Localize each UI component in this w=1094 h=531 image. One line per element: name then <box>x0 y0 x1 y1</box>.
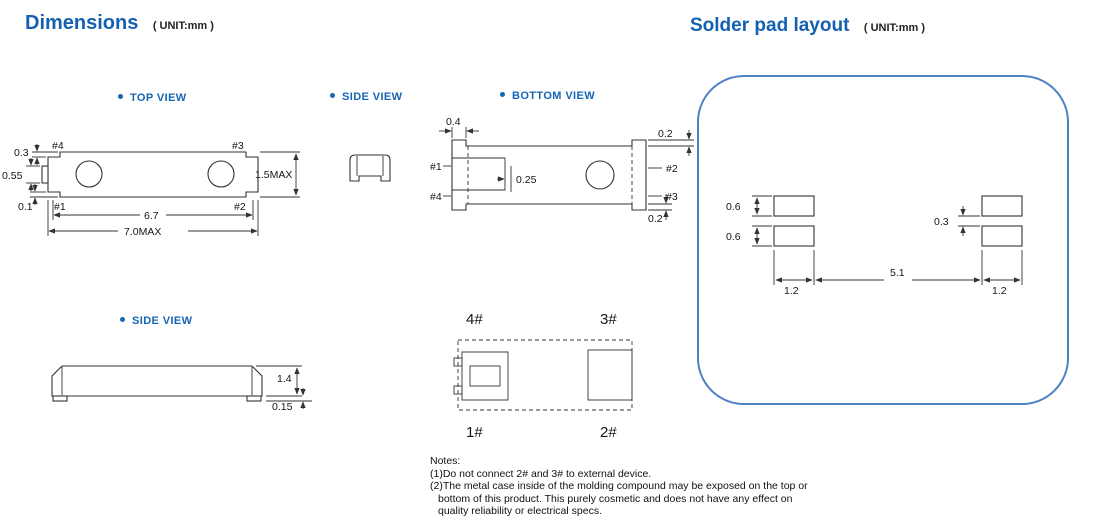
top-view-dim-corner: 0.3 <box>14 144 58 165</box>
solder-pad-right-top <box>981 195 1023 217</box>
top-pin-3: #3 <box>232 140 244 152</box>
bottom-pin-3: #3 <box>666 191 678 203</box>
top-view-dim-outer-width: 7.0MAX <box>47 200 259 238</box>
top-view-package <box>41 151 259 198</box>
side-view-label-2-text: SIDE VIEW <box>132 315 193 327</box>
pin-layout-outline <box>457 339 633 411</box>
solder-dim-pad-height-bottom: 0.6 <box>726 225 772 247</box>
solder-dim-gap: 0.3 <box>934 206 980 236</box>
bottom-dim-tab-width: 0.4 <box>446 116 461 128</box>
pin-layout-drawing: 4# 3# 1# 2# <box>453 311 633 441</box>
bottom-dim-tab-top: 0.2 <box>658 128 673 140</box>
side-view-small-drawing <box>349 154 391 182</box>
side-view-label-1-text: SIDE VIEW <box>342 91 403 103</box>
bullet-icon <box>330 93 335 98</box>
pin-layout-right-terminal <box>587 349 633 401</box>
side-view-long-outline <box>51 365 263 397</box>
bottom-pin-1: #1 <box>430 161 442 173</box>
bottom-view-dim-tab-bottom: 0.2 <box>648 194 672 225</box>
bottom-view-hole <box>585 160 615 190</box>
top-view-label-text: TOP VIEW <box>130 92 187 104</box>
bottom-view-drawing: 0.4 0.2 0.25 0.2 #1 <box>430 116 694 225</box>
bullet-icon <box>120 317 125 322</box>
bottom-pin-4: #4 <box>430 191 442 203</box>
side-dim-height: 1.4 <box>277 373 292 385</box>
top-view-label: TOP VIEW <box>118 92 187 105</box>
bottom-view-dim-step: 0.25 <box>497 174 537 186</box>
bottom-view-dim-tab-width: 0.4 <box>439 116 479 138</box>
crystal-hole-right <box>207 160 235 188</box>
bullet-icon <box>500 92 505 97</box>
top-dim-tab: 0.55 <box>2 170 23 182</box>
bullet-icon <box>118 94 123 99</box>
pin-label-3: 3# <box>600 311 617 328</box>
top-view-dim-inner-width: 6.7 <box>52 200 254 222</box>
solder-pad-heading: Solder pad layout ( UNIT:mm ) <box>690 15 925 37</box>
bottom-view-pin-labels: #1 #4 #2 #3 <box>430 161 678 203</box>
note-line-1: (1)Do not connect 2# and 3# to external … <box>430 467 652 480</box>
crystal-hole-left <box>75 160 103 188</box>
solder-pad-panel-border <box>697 75 1069 405</box>
bottom-view-outline <box>451 139 647 211</box>
side-view-foot-right <box>246 395 262 402</box>
top-view-outline <box>47 151 259 198</box>
dimensions-title: Dimensions <box>25 12 139 34</box>
dimensions-heading: Dimensions ( UNIT:mm ) <box>25 12 214 35</box>
solder-dim-pad-height-top: 0.6 <box>726 195 772 217</box>
notes-block: Notes: (1)Do not connect 2# and 3# to ex… <box>430 455 808 518</box>
top-dim-bottom-corner: 0.1 <box>18 201 33 213</box>
solder-dim-height-bottom: 0.6 <box>726 231 741 243</box>
bottom-dim-tab-bottom: 0.2 <box>648 213 663 225</box>
top-view-dim-bottom-corner: 0.1 <box>18 184 58 213</box>
top-view-drawing: 0.3 0.55 0.1 #4 #3 #1 #2 <box>2 140 300 238</box>
note-line-4: quality reliability or electrical specs. <box>438 505 602 518</box>
top-dim-corner: 0.3 <box>14 147 29 159</box>
bottom-view-package <box>451 139 647 211</box>
top-pin-2: #2 <box>234 201 246 213</box>
side-view-dim-foot: 0.15 <box>266 388 312 413</box>
pin-layout-left-terminal <box>453 351 509 401</box>
top-view-dim-height: 1.5MAX <box>255 151 300 198</box>
top-dim-height: 1.5MAX <box>255 169 292 181</box>
solder-pad-panel: 0.6 0.6 0.3 <box>697 75 1069 405</box>
solder-dim-height-top: 0.6 <box>726 201 741 213</box>
side-view-small-outline <box>349 154 391 182</box>
top-view-pin-labels: #4 #3 #1 #2 <box>52 140 246 213</box>
solder-dim-width-left: 1.2 <box>784 285 799 297</box>
bottom-pin-2: #2 <box>666 163 678 175</box>
solder-pad-right-bottom <box>981 225 1023 247</box>
top-pin-4: #4 <box>52 140 64 152</box>
top-pin-1: #1 <box>54 201 66 213</box>
solder-pad-unit: ( UNIT:mm ) <box>863 22 925 34</box>
solder-pad-left-bottom <box>773 225 815 247</box>
top-dim-inner-width: 6.7 <box>144 210 159 222</box>
solder-dim-span: 5.1 <box>890 267 905 279</box>
bottom-dim-step: 0.25 <box>516 174 537 186</box>
pin-label-1: 1# <box>466 424 483 441</box>
top-view-left-tab <box>41 165 49 184</box>
bottom-view-dim-tab-top: 0.2 <box>648 128 694 156</box>
side-view-foot-left <box>52 395 68 402</box>
side-view-label-1: SIDE VIEW <box>330 91 402 104</box>
top-dim-outer-width: 7.0MAX <box>124 226 161 238</box>
solder-dim-width-right: 1.2 <box>992 285 1007 297</box>
note-line-3: bottom of this product. This purely cosm… <box>438 492 793 505</box>
bottom-view-label-text: BOTTOM VIEW <box>512 90 596 102</box>
notes-title: Notes: <box>430 455 461 467</box>
dimensions-unit: ( UNIT:mm ) <box>152 20 214 32</box>
side-dim-foot: 0.15 <box>272 401 293 413</box>
pin-label-4: 4# <box>466 311 483 328</box>
side-view-dim-height: 1.4 <box>256 365 302 397</box>
note-line-2: (2)The metal case inside of the molding … <box>430 480 808 493</box>
bottom-view-label: BOTTOM VIEW <box>500 90 595 103</box>
pin-label-2: 2# <box>600 424 617 441</box>
solder-dim-bottom-row: 5.1 1.2 1.2 <box>773 250 1023 297</box>
solder-pad-left-top <box>773 195 815 217</box>
side-view-label-2: SIDE VIEW <box>120 315 192 328</box>
top-view-dim-tab: 0.55 <box>2 158 40 191</box>
solder-pad-title: Solder pad layout <box>690 15 850 36</box>
solder-dim-gap: 0.3 <box>934 216 949 228</box>
side-view-long-drawing: 1.4 0.15 <box>51 365 312 413</box>
